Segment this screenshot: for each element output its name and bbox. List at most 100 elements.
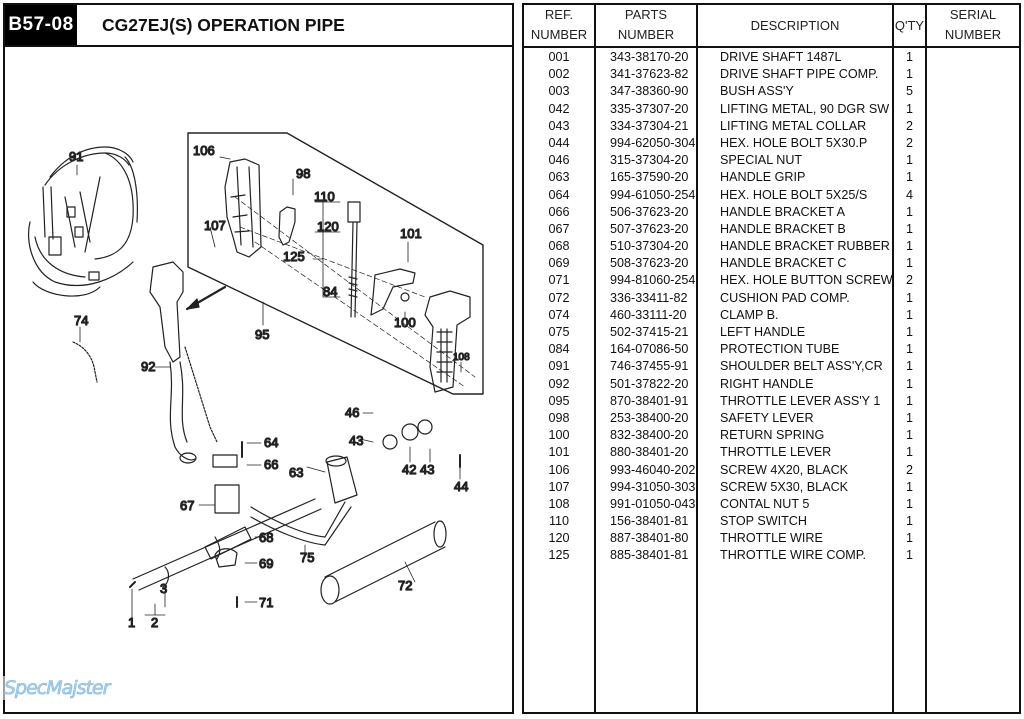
qty-cell: 1 <box>905 359 913 374</box>
callout-75: 75 <box>300 550 314 565</box>
serial-cell <box>927 462 1019 479</box>
part-number-cell: 887-38401-80 <box>610 531 689 546</box>
part-number-cell: 994-62050-304 <box>610 135 696 150</box>
ref-cell: 069 <box>548 256 570 271</box>
callout-107: 107 <box>204 218 226 233</box>
shoulder-belt-drawing <box>28 146 138 297</box>
ref-cell: 075 <box>548 325 570 339</box>
description-cell: PROTECTION TUBE <box>720 342 840 357</box>
part-number-cell: 508-37623-20 <box>610 256 689 271</box>
qty-cell: 1 <box>905 376 913 391</box>
description-cell: CONTAL NUT 5 <box>720 496 810 511</box>
part-number-cell: 341-37623-82 <box>610 67 689 82</box>
parts-table: REF. NUMBER PARTS NUMBER DESCRIPTION Q'T… <box>522 3 1021 714</box>
header-description: DESCRIPTION <box>750 18 840 33</box>
serial-cell <box>927 376 1019 393</box>
part-number-cell: 993-46040-202 <box>610 462 696 477</box>
serial-cell <box>927 204 1019 221</box>
description-cell: DRIVE SHAFT 1487L <box>720 50 842 64</box>
callout-44: 44 <box>454 479 468 494</box>
qty-cell: 4 <box>905 187 913 202</box>
callout-98: 98 <box>296 166 310 181</box>
serial-cell <box>927 341 1019 358</box>
handle-bracket-a-drawing <box>212 454 238 468</box>
description-cell: THROTTLE LEVER <box>720 445 832 460</box>
handle-grip-drawing <box>325 455 358 504</box>
description-cell: LEFT HANDLE <box>720 325 806 339</box>
serial-cell <box>927 290 1019 307</box>
qty-cell: 1 <box>905 101 913 116</box>
qty-cell: 1 <box>905 290 913 305</box>
callout-84: 84 <box>323 284 337 299</box>
part-number-cell: 253-38400-20 <box>610 410 689 425</box>
header-ref-number: REF. NUMBER <box>524 5 594 46</box>
callout-100: 100 <box>394 315 416 330</box>
part-number-cell: 506-37623-20 <box>610 204 689 219</box>
part-number-cell: 991-01050-043 <box>610 496 696 511</box>
callout-69: 69 <box>259 556 273 571</box>
serial-cell <box>927 324 1019 341</box>
serial-cell <box>927 444 1019 461</box>
description-cell: SHOULDER BELT ASS'Y,CR <box>720 359 883 374</box>
ref-cell: 084 <box>548 342 570 357</box>
part-number-cell: 343-38170-20 <box>610 50 689 64</box>
handle-housing-left-drawing <box>224 158 262 258</box>
ref-cell: 074 <box>548 307 570 322</box>
description-cell: LIFTING METAL COLLAR <box>720 118 867 133</box>
qty-cell: 1 <box>905 342 913 357</box>
qty-cell: 1 <box>905 307 913 322</box>
serial-cell <box>927 393 1019 410</box>
description-cell: THROTTLE WIRE <box>720 531 823 546</box>
part-number-cell: 870-38401-91 <box>610 393 689 408</box>
serial-cell <box>927 238 1019 255</box>
serial-cell <box>927 410 1019 427</box>
ref-cell: 107 <box>548 479 570 494</box>
header-serial-number: SERIAL NUMBER <box>927 5 1019 46</box>
clamp-drawing <box>72 341 98 383</box>
qty-cell: 1 <box>905 445 913 460</box>
serial-cell <box>927 255 1019 272</box>
ref-cell: 068 <box>548 239 570 254</box>
description-cell: SPECIAL NUT <box>720 153 803 168</box>
ref-cell: 046 <box>548 153 570 168</box>
description-cell: HANDLE BRACKET RUBBER <box>720 239 890 254</box>
callout-108: 108 <box>453 352 470 363</box>
serial-cell <box>927 513 1019 530</box>
ref-cell: 002 <box>548 67 570 82</box>
exploded-parts-diagram: 91 106 98 110 107 120 101 125 84 100 95 … <box>5 47 512 712</box>
ref-cell: 100 <box>548 428 570 443</box>
description-cell: HANDLE BRACKET A <box>720 204 846 219</box>
safety-lever-drawing <box>278 206 296 246</box>
serial-cell <box>927 101 1019 118</box>
part-number-cell: 335-37307-20 <box>610 101 689 116</box>
qty-cell: 1 <box>905 153 913 168</box>
serial-cell <box>927 152 1019 169</box>
lifting-metal-collar-drawing <box>382 434 398 450</box>
serial-cell <box>927 187 1019 204</box>
part-number-cell: 994-31050-303 <box>610 479 696 494</box>
part-number-cell: 746-37455-91 <box>610 359 689 374</box>
description-cell: DRIVE SHAFT PIPE COMP. <box>720 67 879 82</box>
callout-91: 91 <box>69 149 83 164</box>
description-cell: HANDLE BRACKET C <box>720 256 847 271</box>
part-number-cell: 156-38401-81 <box>610 514 689 529</box>
callout-92: 92 <box>141 359 155 374</box>
qty-cell: 1 <box>905 514 913 529</box>
header-serial-line1: SERIAL <box>949 7 997 22</box>
serial-cell <box>927 307 1019 324</box>
